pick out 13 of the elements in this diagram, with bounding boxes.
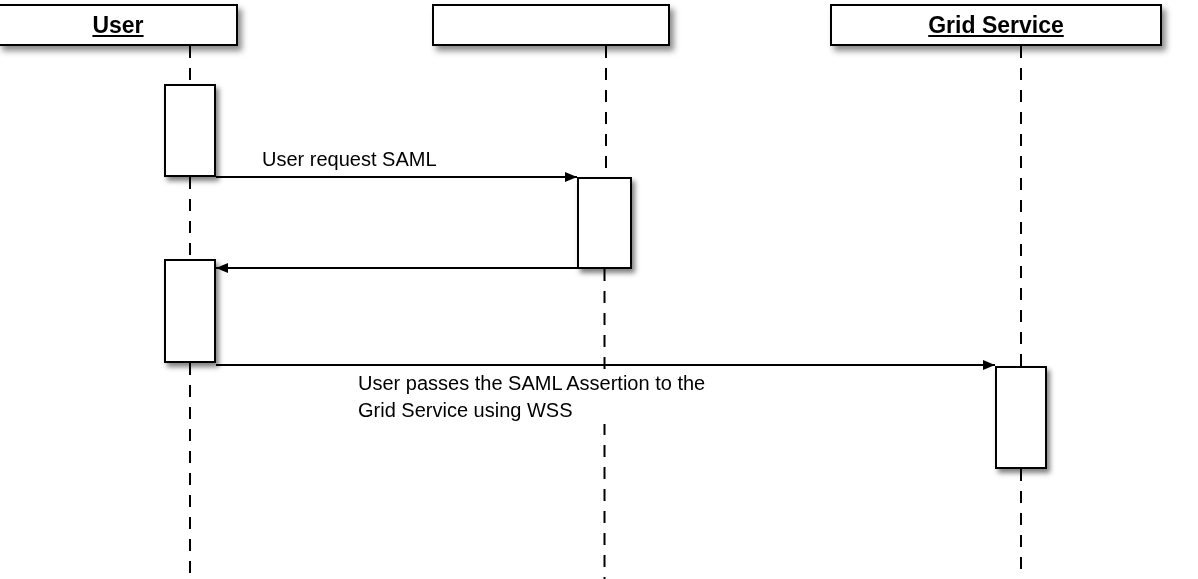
- lifeline: [1020, 45, 1022, 367]
- activation-bar: [995, 366, 1047, 469]
- message-arrow: [215, 263, 578, 273]
- activation-bar: [164, 84, 216, 177]
- message-arrow: [215, 360, 996, 370]
- participant-name: User: [92, 11, 144, 39]
- lifeline-header: [0, 4, 238, 46]
- lifeline-header: [830, 4, 1162, 46]
- activation-bar: [577, 177, 632, 269]
- lifeline-header: [432, 4, 670, 46]
- message-arrow: [215, 172, 578, 182]
- activation-bar: [164, 259, 216, 363]
- participant-name: Grid Service: [928, 11, 1064, 39]
